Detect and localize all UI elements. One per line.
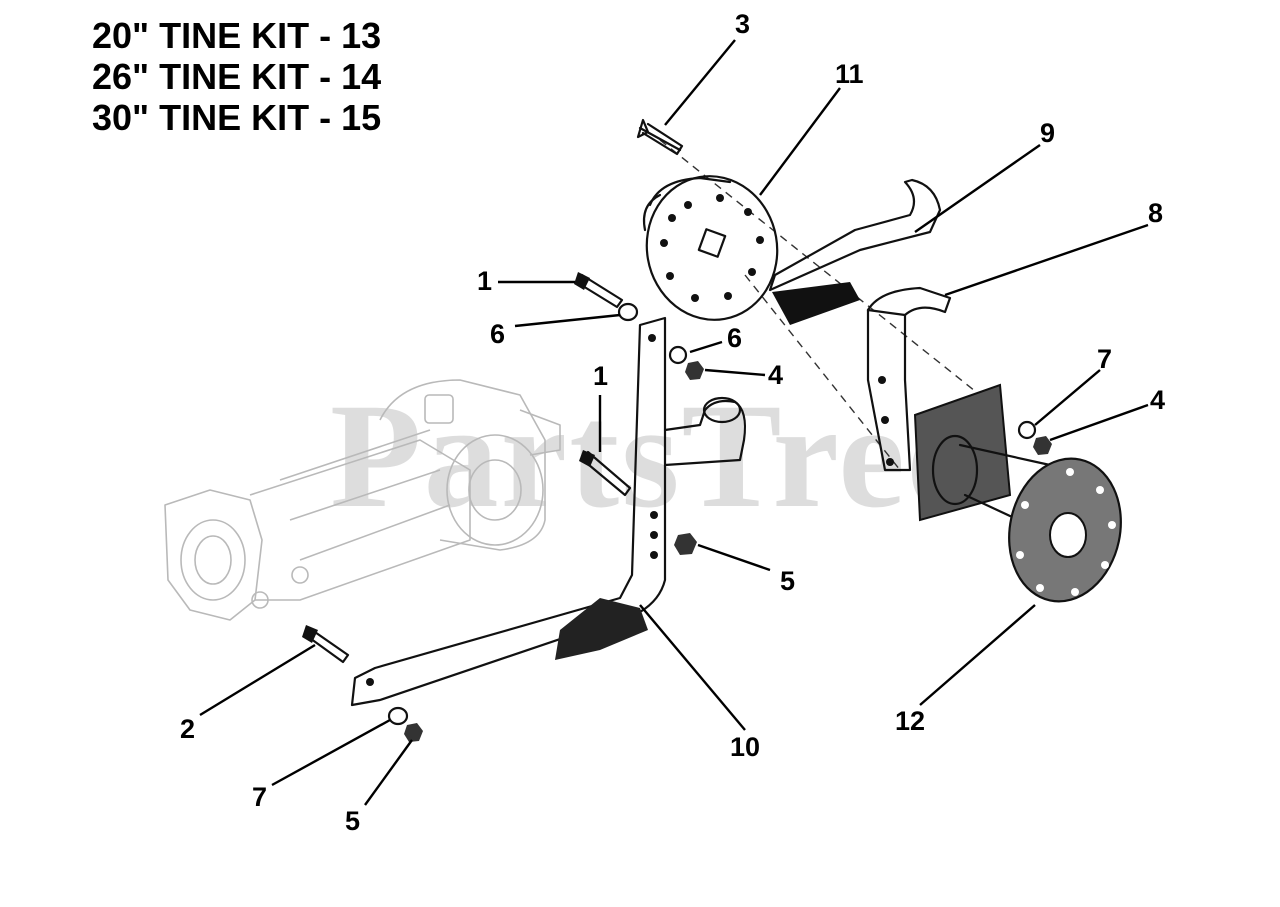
- hub-flange-part-11: [642, 175, 779, 321]
- nut-part-5-left: [404, 723, 423, 742]
- callout-8: 8: [1148, 198, 1163, 228]
- blade-arm-part-8: [866, 286, 952, 472]
- assembly-axis: [659, 139, 981, 396]
- kit-label-30in: 30" TINE KIT - 15: [92, 97, 382, 138]
- callout-7-left: 7: [252, 782, 267, 812]
- callout-5-right: 5: [780, 566, 795, 596]
- bolt-part-3: [636, 118, 684, 156]
- callout-4-right: 4: [1150, 385, 1165, 415]
- callout-labels: 3 11 9 8 1 6 6 4 1 7 4 5 2 10 12 7 5: [180, 9, 1165, 836]
- callout-4-left: 4: [768, 360, 783, 390]
- callout-2: 2: [180, 714, 195, 744]
- callout-3: 3: [735, 9, 750, 39]
- washer-part-6-left: [617, 302, 639, 322]
- tine-hub-part-12: [913, 383, 1122, 603]
- transmission-housing: [164, 379, 561, 621]
- kit-label-20in: 20" TINE KIT - 13: [92, 15, 382, 56]
- washer-part-7-left: [387, 706, 409, 726]
- tine-part-10: [350, 316, 747, 707]
- callout-6-right: 6: [727, 323, 742, 353]
- hardware: [302, 272, 1052, 742]
- kit-label-26in: 26" TINE KIT - 14: [92, 56, 382, 97]
- curved-blade-part-9: [768, 178, 942, 325]
- callout-1-upper: 1: [477, 266, 492, 296]
- callout-5-left: 5: [345, 806, 360, 836]
- nut-part-4-right: [1033, 436, 1052, 455]
- callout-6-left: 6: [490, 319, 505, 349]
- callout-9: 9: [1040, 118, 1055, 148]
- callout-11: 11: [835, 59, 864, 89]
- washer-part-7-right: [1017, 420, 1037, 440]
- callout-7-right: 7: [1097, 344, 1112, 374]
- washer-part-6-right: [668, 345, 688, 365]
- nut-part-4-left: [685, 361, 704, 380]
- nut-part-5-right: [674, 533, 697, 555]
- callout-1-lower: 1: [593, 361, 608, 391]
- callout-12: 12: [895, 706, 925, 736]
- leader-lines: [199, 39, 1149, 806]
- callout-10: 10: [730, 732, 760, 762]
